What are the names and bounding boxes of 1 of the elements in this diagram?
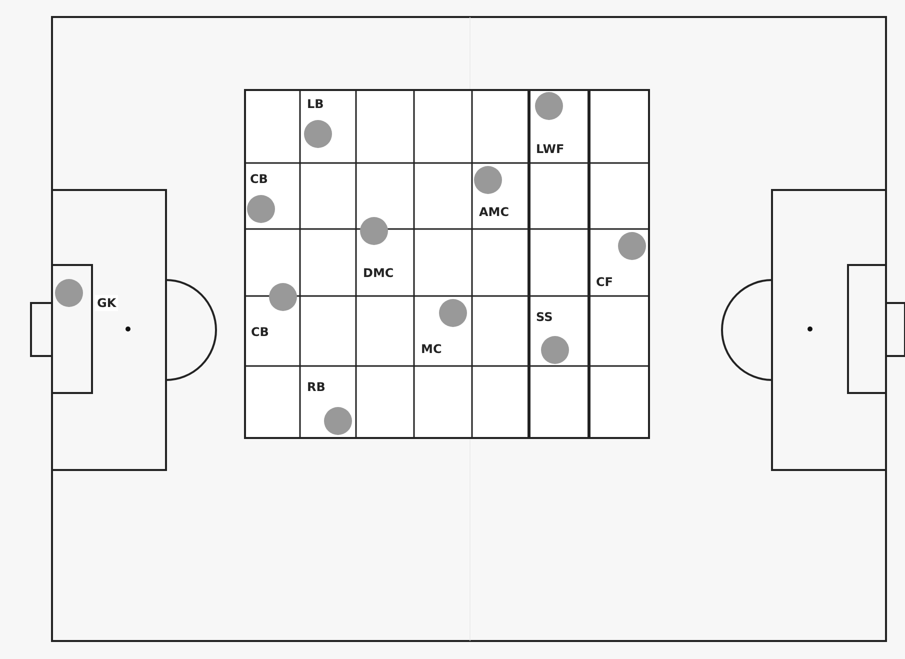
position-label: GK (95, 295, 118, 311)
